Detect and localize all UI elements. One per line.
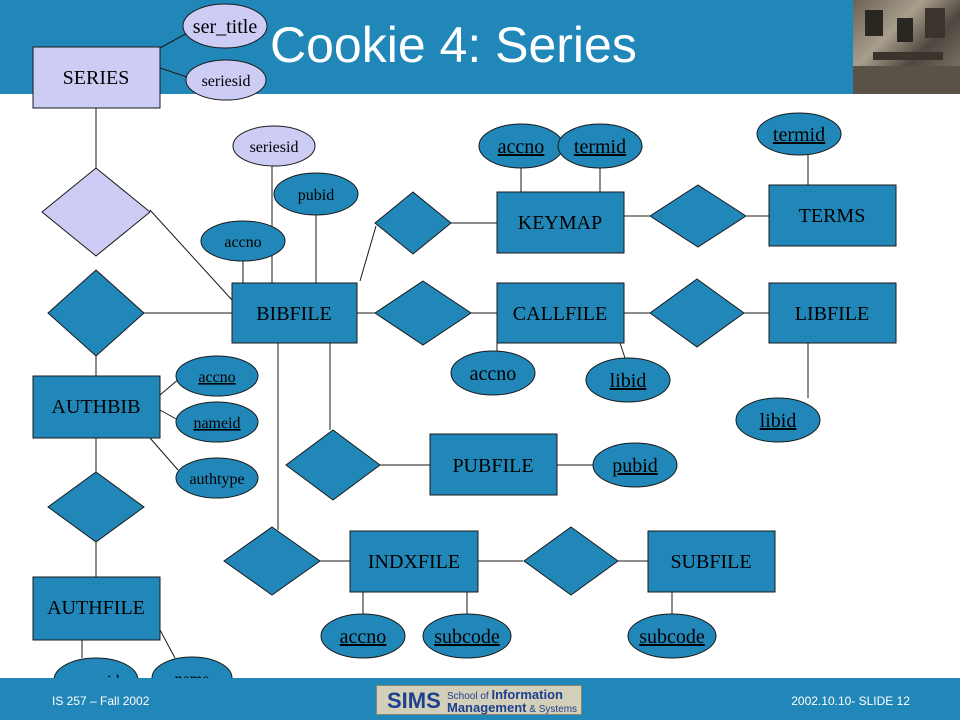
indxfile-subfile-relationship <box>523 526 619 596</box>
attr-authbib-authtype-label: authtype <box>189 471 244 488</box>
attr-authbib-accno-label: accno <box>198 369 235 386</box>
entity-libfile-label: LIBFILE <box>795 303 869 325</box>
entity-keymap <box>496 191 625 254</box>
entity-callfile <box>496 282 625 344</box>
entity-authfile-label: AUTHFILE <box>47 597 145 619</box>
bibfile-pubfile-relationship <box>285 429 381 501</box>
attr-authbib-nameid <box>175 401 259 443</box>
attr-indx-accno-label: accno <box>340 626 387 648</box>
attr-terms-termid-label: termid <box>773 124 825 146</box>
attr-pubfile-pubid <box>592 442 678 488</box>
connector-lines <box>81 25 809 659</box>
attr-indx-accno <box>320 613 406 659</box>
entity-pubfile <box>429 433 558 496</box>
slide-title: Cookie 4: Series <box>270 17 637 73</box>
entity-authbib-label: AUTHBIB <box>52 396 141 418</box>
attr-authbib-nameid-label: nameid <box>193 415 240 432</box>
attr-bib-accno <box>200 220 286 262</box>
attr-keymap-termid-label: termid <box>574 136 626 158</box>
entity-bibfile <box>231 282 358 344</box>
attr-ser-title-label: ser_title <box>193 16 258 38</box>
series-bibfile-relationship <box>41 167 151 257</box>
attr-indx-subcode <box>422 613 512 659</box>
attr-authbib-authtype <box>175 457 259 499</box>
entity-authbib <box>32 375 161 439</box>
entity-authfile <box>32 576 161 641</box>
attr-bib-accno-label: accno <box>224 234 261 251</box>
attr-ser-title <box>182 3 268 49</box>
authbib-authfile-relationship <box>47 471 145 543</box>
entity-pubfile-label: PUBFILE <box>452 455 533 477</box>
attr-terms-termid <box>756 112 842 156</box>
entity-indxfile <box>349 530 479 593</box>
entity-bibfile-label: BIBFILE <box>256 303 332 325</box>
footer-slide-number: 2002.10.10- SLIDE 12 <box>791 694 910 708</box>
entity-indxfile-label: INDXFILE <box>368 551 460 573</box>
keymap-terms-relationship <box>649 184 747 248</box>
attr-libfile-libid <box>735 397 821 443</box>
attr-subfile-subcode <box>627 613 717 659</box>
attr-series-seriesid-label: seriesid <box>202 73 251 90</box>
attr-callfile-accno <box>450 350 536 396</box>
sims-logo: SIMS School of Information Management & … <box>376 685 582 715</box>
sims-logo-wordmark: SIMS <box>387 688 441 713</box>
entity-callfile-label: CALLFILE <box>513 303 607 325</box>
bibfile-keymap-relationship <box>374 191 452 255</box>
attr-bib-seriesid-label: seriesid <box>250 139 299 156</box>
attr-bib-pubid <box>273 172 359 216</box>
bibfile-callfile-relationship <box>374 280 472 346</box>
attr-keymap-accno-label: accno <box>498 136 545 158</box>
attr-callfile-libid-label: libid <box>610 370 647 392</box>
attr-authbib-accno <box>175 355 259 397</box>
entity-terms <box>768 184 897 247</box>
bibfile-indxfile-relationship <box>223 526 321 596</box>
attr-callfile-accno-label: accno <box>470 363 517 385</box>
attr-series-seriesid <box>185 59 267 101</box>
entity-libfile <box>768 282 897 344</box>
entity-keymap-label: KEYMAP <box>518 212 602 234</box>
attr-callfile-libid <box>585 357 671 403</box>
sims-logo-line2: Management & Systems <box>447 700 578 715</box>
attr-bib-pubid-label: pubid <box>298 187 334 204</box>
entity-series <box>32 46 161 109</box>
entity-series-label: SERIES <box>63 67 130 89</box>
entity-terms-label: TERMS <box>799 205 866 227</box>
bibfile-authbib-relationship <box>47 269 145 357</box>
attr-pubfile-pubid-label: pubid <box>612 455 658 477</box>
attr-libfile-libid-label: libid <box>760 410 797 432</box>
entity-subfile-label: SUBFILE <box>670 551 751 573</box>
campus-building-photo <box>853 0 960 94</box>
sims-logo-line1: School of Information <box>447 687 563 702</box>
attr-keymap-termid <box>557 123 643 169</box>
attr-indx-subcode-label: subcode <box>434 626 500 648</box>
attr-bib-seriesid <box>232 125 316 167</box>
entity-subfile <box>647 530 776 593</box>
attr-subfile-subcode-label: subcode <box>639 626 705 648</box>
footer-course: IS 257 – Fall 2002 <box>52 694 150 708</box>
callfile-libfile-relationship <box>649 278 745 348</box>
